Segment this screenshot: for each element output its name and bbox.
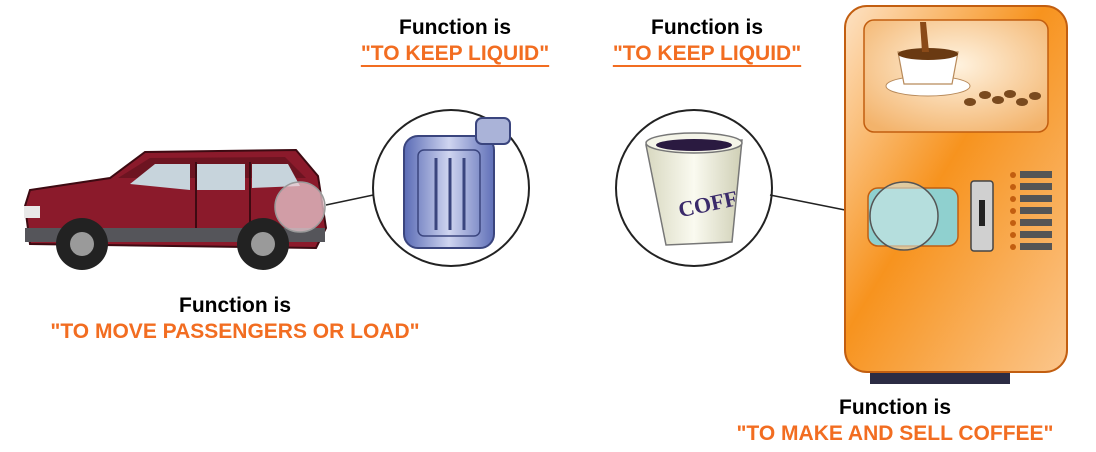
machine-function-heading: Function is xyxy=(839,396,951,419)
flask-function-label: Function is "TO KEEP LIQUID" xyxy=(330,15,580,67)
car-function-heading: Function is xyxy=(179,294,291,317)
cup-function-label: Function is "TO KEEP LIQUID" xyxy=(582,15,832,67)
car-function-text: "TO MOVE PASSENGERS OR LOAD" xyxy=(50,320,420,343)
cup-illustration: COFF xyxy=(615,109,773,267)
machine-function-label: Function is "TO MAKE AND SELL COFFEE" xyxy=(690,395,1096,447)
cup-function-text: "TO KEEP LIQUID" xyxy=(612,42,802,65)
vending-machine-illustration xyxy=(844,5,1068,384)
magnifier-lens xyxy=(869,181,939,251)
machine-function-text: "TO MAKE AND SELL COFFEE" xyxy=(736,422,1054,445)
car-function-label: Function is "TO MOVE PASSENGERS OR LOAD" xyxy=(0,293,470,345)
flask-function-heading: Function is xyxy=(399,16,511,39)
flask-function-text: "TO KEEP LIQUID" xyxy=(360,42,550,65)
car-illustration xyxy=(23,148,328,270)
flask-illustration xyxy=(372,109,530,267)
connector-line xyxy=(325,193,379,206)
cup-function-heading: Function is xyxy=(651,16,763,39)
selection-buttons xyxy=(1010,171,1052,250)
magnifier-lens xyxy=(274,181,326,233)
coffee-photo-panel xyxy=(863,19,1049,133)
